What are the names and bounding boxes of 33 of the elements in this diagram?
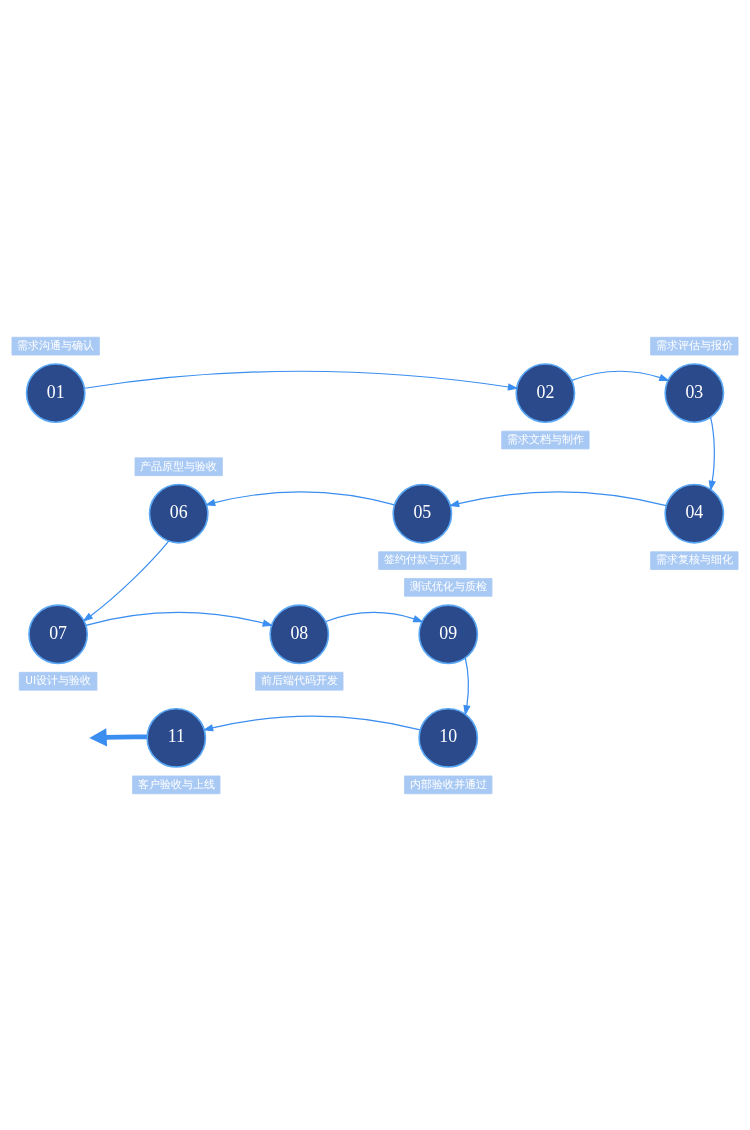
node-label: UI设计与验收 (25, 673, 92, 686)
node-circle: 04 (664, 483, 725, 544)
arrow (82, 540, 170, 622)
node-label: 内部验收并通过 (409, 777, 487, 790)
node-label: 签约付款与立项 (383, 552, 461, 565)
node-label: 需求复核与细化 (655, 552, 733, 565)
arrow (89, 727, 147, 746)
node-label: 客户验收与上线 (137, 777, 215, 790)
node-circle: 02 (515, 362, 576, 423)
node-circle: 05 (392, 483, 453, 544)
node-label: 需求评估与报价 (655, 338, 733, 351)
arrow (84, 370, 519, 391)
node-circle: 11 (146, 707, 207, 768)
node-circle: 09 (418, 603, 479, 664)
node-label: 需求文档与制作 (506, 432, 584, 445)
arrow (448, 490, 667, 507)
node-label: 需求沟通与确认 (17, 338, 95, 351)
arrow (204, 490, 396, 506)
arrow (325, 611, 424, 622)
node-circle: 01 (25, 362, 86, 423)
arrow (571, 370, 670, 381)
node-circle: 03 (664, 362, 725, 423)
node-circle: 06 (148, 483, 209, 544)
arrow (202, 714, 421, 731)
node-circle: 10 (418, 707, 479, 768)
node-label: 测试优化与质检 (409, 579, 487, 592)
node-circle: 08 (269, 603, 330, 664)
node-label: 产品原型与验收 (140, 459, 218, 471)
arrow (463, 656, 471, 716)
arrow (708, 416, 716, 491)
node-label: 前后端代码开发 (260, 673, 338, 686)
arrow (85, 611, 274, 627)
node-circle: 07 (28, 603, 89, 664)
